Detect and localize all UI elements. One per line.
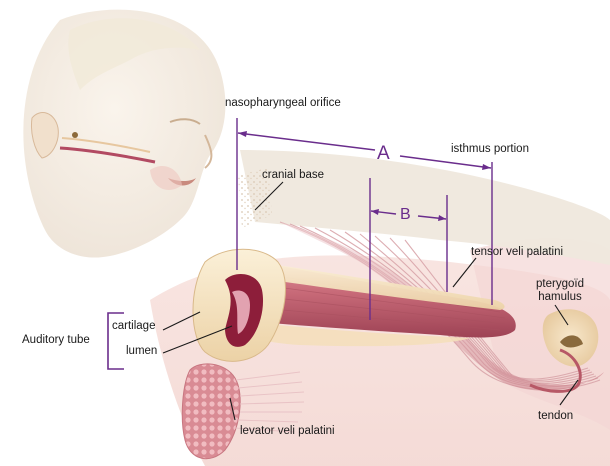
label-lumen: lumen xyxy=(126,345,158,357)
levator-striations xyxy=(234,371,305,433)
measure-a-label: A xyxy=(377,143,390,164)
measure-b-label: B xyxy=(400,206,411,223)
label-pterygoid-line2: hamulus xyxy=(538,291,582,303)
eye xyxy=(169,118,201,125)
hair xyxy=(68,18,201,90)
label-cartilage: cartilage xyxy=(112,320,156,332)
cheek xyxy=(150,165,182,190)
label-auditory-tube: Auditory tube xyxy=(22,334,90,346)
label-tensor-veli-palatini: tensor veli palatini xyxy=(471,246,564,258)
lumen-inner xyxy=(232,290,250,334)
label-pterygoid-hamulus: pterygoïd hamulus xyxy=(525,278,595,304)
levator-muscle xyxy=(181,363,241,460)
ear xyxy=(31,112,59,159)
cranial-base-shape xyxy=(240,150,610,265)
auditory-tube-bracket xyxy=(107,312,124,370)
mini-ossicle xyxy=(72,132,78,138)
label-tendon: tendon xyxy=(538,410,574,422)
label-nasopharyngeal-orifice: nasopharyngeal orifice xyxy=(225,97,341,109)
label-levator-veli-palatini: levator veli palatini xyxy=(240,425,335,437)
hamulus-hook xyxy=(560,335,583,348)
tendon-shape xyxy=(529,348,582,393)
mini-tube-hint xyxy=(61,137,151,153)
label-pterygoid-line1: pterygoïd xyxy=(536,278,584,290)
label-isthmus-portion: isthmus portion xyxy=(451,143,529,155)
measure-arrowheads xyxy=(238,131,491,221)
cartilage-strip xyxy=(255,262,505,310)
mini-tube xyxy=(59,146,156,164)
cranial-base-texture xyxy=(238,168,272,228)
label-cranial-base: cranial base xyxy=(262,169,325,181)
leader-lines xyxy=(162,181,579,421)
measure-lines xyxy=(236,118,493,320)
nose xyxy=(204,134,213,169)
tube-lower-cartilage xyxy=(230,320,470,347)
